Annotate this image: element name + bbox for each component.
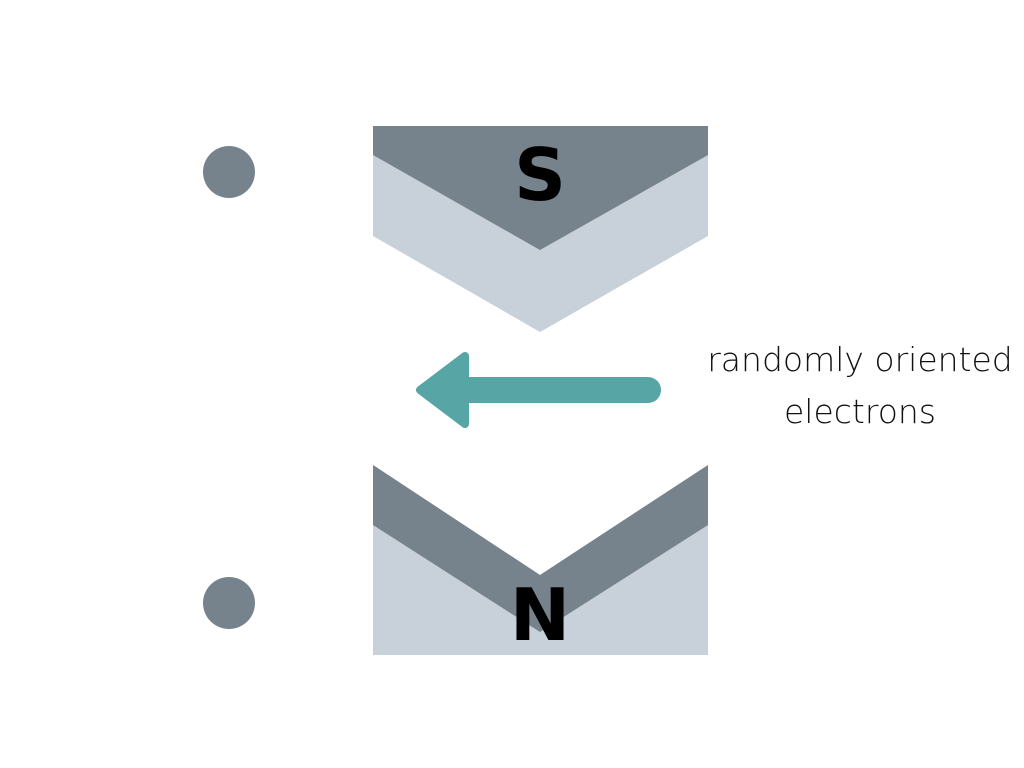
caption-line-1: randomly oriented [707, 340, 1013, 379]
north-pole: N [373, 465, 708, 657]
north-pole-light-band [373, 465, 708, 655]
south-pole-label: S [514, 133, 566, 217]
north-pole-label: N [510, 573, 570, 657]
top-dot [203, 146, 255, 198]
south-pole: S [373, 126, 708, 332]
caption-line-2: electrons [784, 392, 936, 431]
south-pole-dark-band [373, 126, 708, 250]
bottom-dot [203, 577, 255, 629]
electrons-caption: randomly oriented electrons [690, 334, 1024, 438]
left-arrow-icon [416, 352, 661, 428]
north-pole-dark-band [373, 465, 708, 632]
